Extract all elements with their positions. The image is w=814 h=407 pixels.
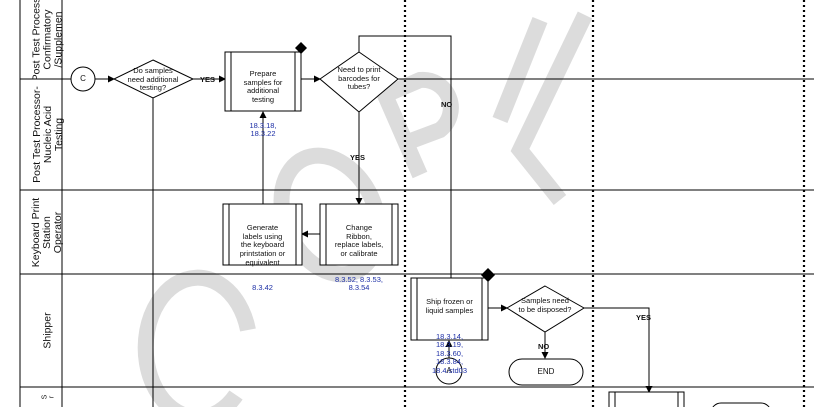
prepare-marker-icon	[295, 42, 307, 54]
lane-4-text: S r	[40, 394, 55, 400]
decision-disposed-text: Samples need to be disposed?	[518, 296, 572, 314]
ship-marker-icon	[481, 268, 495, 282]
lane-0-text: Post Test Process Confirmatory /Suppleme…	[30, 0, 65, 79]
process-generate-labels	[222, 203, 303, 266]
change-ribbon-label: Change Ribbon, replace labels, or calibr…	[334, 223, 384, 258]
connector-c-label: C	[80, 74, 86, 83]
lane-1-text: Post Test Processor- Nucleic Acid Testin…	[30, 86, 65, 183]
process-prepare-samples-text: Prepare samples for additional testing 1…	[231, 53, 295, 148]
flow-yes-to-dispose	[584, 307, 653, 393]
lane-label-shipper: Shipper	[20, 274, 76, 387]
flow-label-yes-3: YES	[636, 313, 652, 322]
process-change-ribbon	[319, 203, 399, 266]
lane-label-keyboard-print: Keyboard Print Station Operator	[20, 190, 76, 274]
flow-label-no-2: NO	[538, 342, 550, 351]
process-prepare-samples	[224, 51, 302, 112]
process-ship-samples-text: Ship frozen or liquid samples 18.3.14, 1…	[417, 281, 482, 384]
flow-label-no-1: NO	[441, 100, 453, 109]
decision-print-barcodes-text: Need to print barcodes for tubes?	[337, 65, 381, 92]
decision-additional-testing	[112, 59, 195, 99]
prepare-samples-label: Prepare samples for additional testing	[243, 69, 283, 104]
flow-label-yes-2: YES	[350, 153, 366, 162]
ship-samples-refs: 18.3.14, 18.3.19, 18.3.60, 18.3.84, 18.4…	[431, 331, 468, 375]
lane-label-post-test-confirmatory: Post Test Process Confirmatory /Suppleme…	[20, 0, 76, 79]
process-ship-samples	[410, 277, 489, 341]
process-generate-labels-text: Generate labels using the keyboard print…	[229, 207, 296, 302]
generate-labels-refs: 8.3.42	[252, 283, 273, 293]
flow-label-yes-1: YES	[200, 75, 216, 84]
decision-additional-testing-text: Do samples need additional testing?	[127, 66, 179, 93]
lane-label-post-test-nucleic: Post Test Processor- Nucleic Acid Testin…	[20, 79, 76, 190]
flow-no-to-ship	[358, 35, 455, 287]
terminator-end	[508, 358, 584, 386]
swimlane-grid	[19, 0, 814, 407]
terminator-partial	[712, 402, 770, 407]
lane-3-text: Shipper	[41, 312, 54, 349]
connector-a-label: A	[446, 366, 452, 375]
process-change-ribbon-text: Change Ribbon, replace labels, or calibr…	[326, 207, 392, 302]
generate-labels-label: Generate labels using the keyboard print…	[239, 223, 286, 267]
change-ribbon-refs: 8.3.52, 8.3.53, 8.3.54	[335, 274, 383, 293]
lane-label-partial: S r	[20, 387, 76, 407]
ship-samples-label: Ship frozen or liquid samples	[425, 297, 474, 315]
terminator-end-text: END	[537, 367, 555, 376]
prepare-samples-refs: 18.3.18, 18.3.22	[249, 120, 277, 139]
process-dispose-partial	[608, 391, 685, 407]
lane-2-text: Keyboard Print Station Operator	[30, 197, 65, 267]
